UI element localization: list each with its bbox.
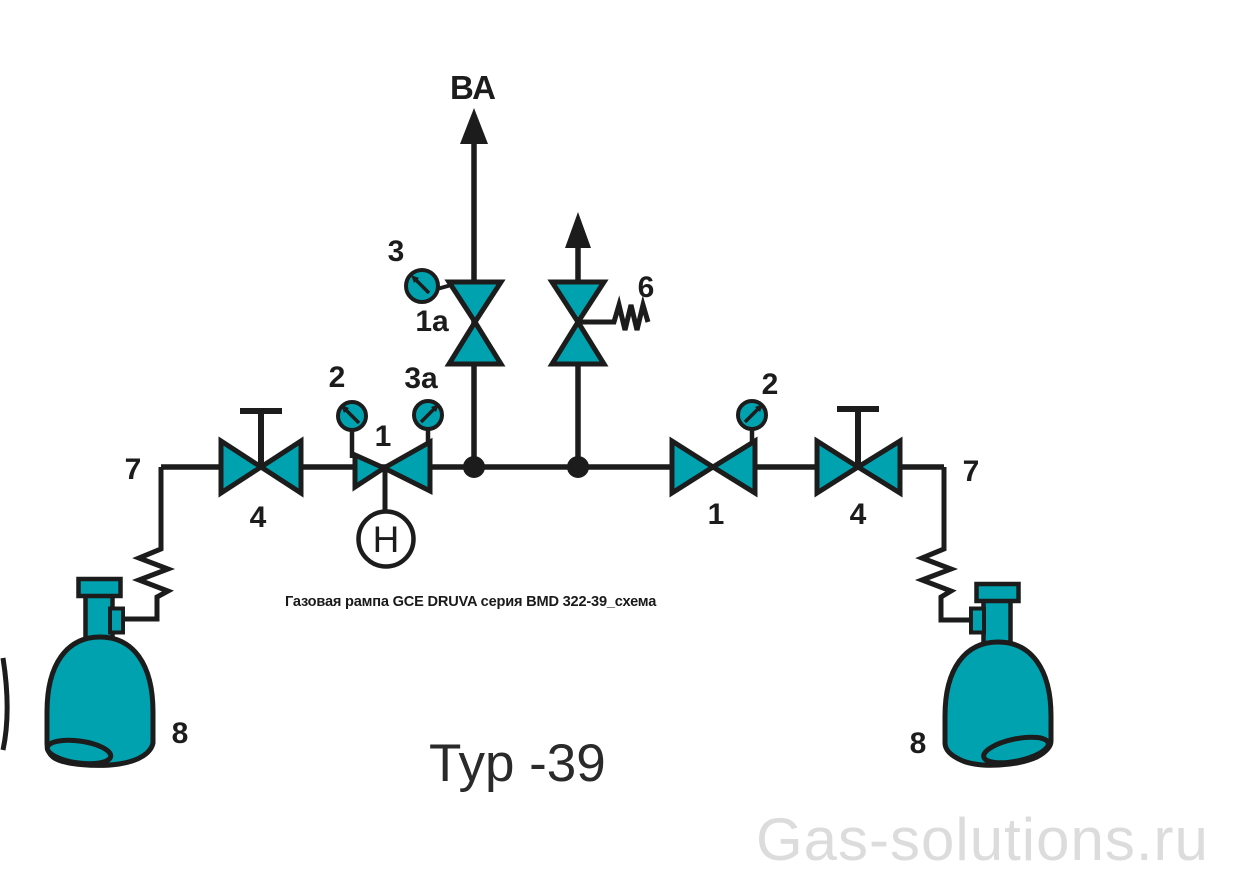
watermark-text: Gas-solutions.ru xyxy=(756,806,1209,873)
label-inlet7-right: 7 xyxy=(963,455,980,488)
valve-4-right-icon xyxy=(814,436,903,498)
coil-hose-right-icon xyxy=(914,467,977,623)
heater-label: H xyxy=(373,519,400,560)
gauge-3a-icon xyxy=(412,399,444,431)
junction-dot-right xyxy=(567,456,589,478)
heater-circle-icon xyxy=(356,509,416,569)
label-relief6: 6 xyxy=(638,271,655,304)
t-handle-right-icon xyxy=(837,406,879,465)
junction-dot-left xyxy=(463,456,485,478)
valve-4-left-icon xyxy=(218,436,304,498)
cylinder-right-base-fold xyxy=(981,734,1051,766)
pipework xyxy=(0,141,977,751)
gauge-2-left-icon xyxy=(336,400,368,432)
label-regulator1-left: 1 xyxy=(375,420,392,453)
label-valve1a: 1a xyxy=(415,305,449,338)
label-cylinder8-left: 8 xyxy=(172,717,189,750)
label-valve4-right: 4 xyxy=(850,498,867,531)
label-valve4-left: 4 xyxy=(250,501,267,534)
label-valve1-right: 1 xyxy=(708,498,725,531)
cylinder-right-cap xyxy=(974,581,1021,604)
label-cylinder8-right: 8 xyxy=(910,727,927,760)
cropped-cylinder-edge xyxy=(0,657,10,751)
valve-1a-icon xyxy=(444,279,506,367)
label-inlet7-left: 7 xyxy=(125,453,142,486)
relief-valve-6-icon xyxy=(547,279,609,367)
label-gauge3: 3 xyxy=(388,235,405,268)
valve-1-right-icon xyxy=(669,436,758,498)
label-gauge3a: 3a xyxy=(404,362,438,395)
relief-spring-icon xyxy=(578,295,651,331)
cylinder-left-outlet xyxy=(108,606,125,635)
relief-arrow-icon xyxy=(565,212,591,248)
cylinder-left-cap xyxy=(76,576,123,599)
vent-label: ВА xyxy=(450,69,496,106)
coil-hose-left-icon xyxy=(124,467,176,622)
gauges xyxy=(336,268,768,432)
regulator-1-left-icon xyxy=(352,437,433,496)
cylinder-left-icon xyxy=(44,576,156,768)
type-title: Typ -39 xyxy=(429,734,606,793)
vent-arrow-icon xyxy=(460,108,488,144)
valves xyxy=(218,279,903,498)
cylinder-right-outlet xyxy=(969,606,986,635)
label-gauge2-right: 2 xyxy=(762,368,779,401)
diagram-caption: Газовая рампа GCE DRUVA серия BMD 322-39… xyxy=(285,594,657,610)
gauge-3-icon xyxy=(404,268,440,304)
cylinder-left-base-fold xyxy=(44,737,114,767)
cylinder-right-icon xyxy=(942,581,1054,768)
gauge-2-right-icon xyxy=(736,399,768,431)
t-handle-left-icon xyxy=(240,408,282,465)
label-gauge2-left: 2 xyxy=(329,361,346,394)
